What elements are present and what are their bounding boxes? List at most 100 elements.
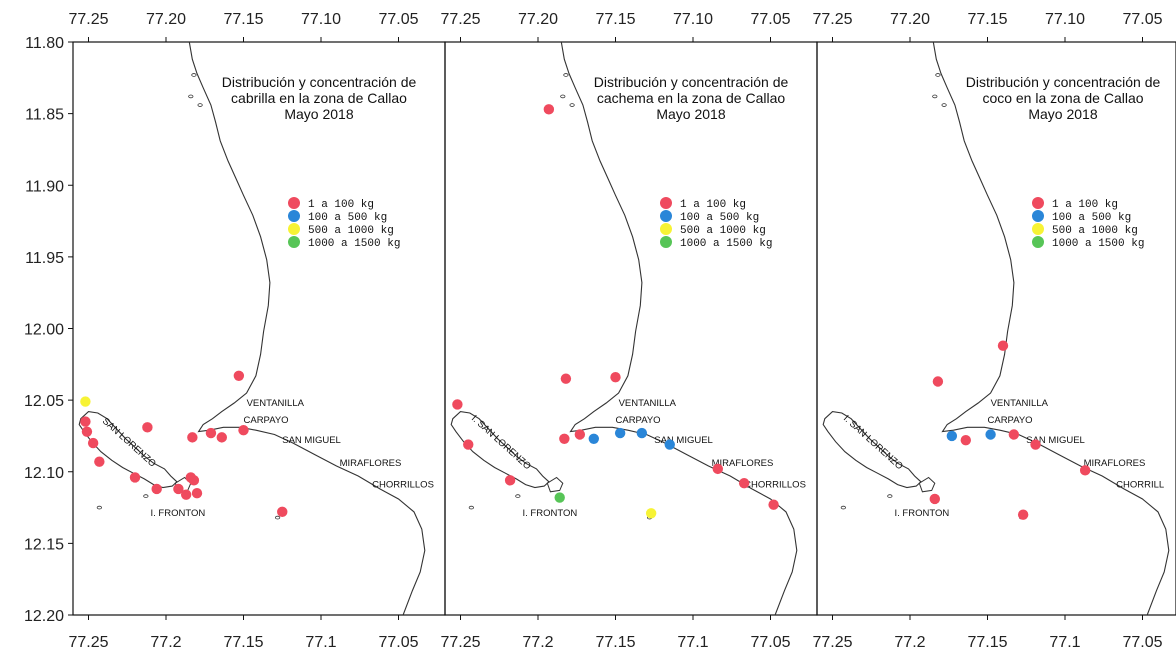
catch-point — [80, 396, 91, 407]
islet — [143, 494, 149, 498]
bottom-tick-label: 77.2 — [150, 634, 181, 651]
data-points — [452, 104, 779, 519]
catch-point — [94, 456, 105, 467]
legend-label: 100 a 500 kg — [680, 212, 759, 224]
catch-point — [80, 416, 91, 427]
catch-point — [929, 493, 940, 505]
catch-point — [233, 370, 245, 381]
catch-point — [191, 488, 203, 499]
catch-point — [452, 399, 463, 410]
bottom-tick-label: 77.2 — [522, 634, 553, 651]
catch-point — [151, 483, 162, 495]
legend-label: 1 a 100 kg — [308, 199, 374, 211]
coastline — [560, 42, 798, 615]
map-title-line: coco en la zona de Callao — [982, 90, 1143, 106]
catch-point — [543, 104, 555, 115]
catch-point — [738, 478, 750, 489]
place-label-ventanilla: VENTANILLA — [247, 398, 305, 409]
catch-point — [559, 433, 570, 445]
y-tick-label: 12.00 — [24, 322, 64, 339]
top-tick-label: 77.05 — [1122, 11, 1162, 28]
y-tick-label: 11.90 — [25, 178, 64, 195]
bottom-tick-label: 77.2 — [894, 634, 925, 651]
catch-point — [614, 427, 626, 439]
y-tick-label: 12.15 — [24, 536, 64, 553]
bottom-tick-label: 77.05 — [1122, 634, 1162, 651]
place-label-fronton: I. FRONTON — [151, 508, 206, 519]
catch-point — [87, 437, 99, 449]
panel-frame — [444, 41, 818, 616]
place-label-fronton: I. FRONTON — [523, 508, 578, 519]
legend-swatch — [1032, 236, 1044, 248]
catch-point — [588, 433, 599, 445]
top-tick-label: 77.05 — [750, 11, 790, 28]
top-tick-label: 77.25 — [812, 11, 852, 28]
top-tick-label: 77.25 — [68, 11, 108, 28]
islet — [941, 103, 947, 107]
catch-point — [610, 372, 621, 383]
map-title-line: cabrilla en la zona de Callao — [231, 90, 407, 106]
place-label-san-miguel: SAN MIGUEL — [1026, 435, 1085, 446]
catch-point — [504, 475, 516, 486]
coastline — [932, 42, 1170, 615]
legend-swatch — [660, 197, 672, 209]
legend-label: 100 a 500 kg — [1052, 212, 1131, 224]
bottom-tick-label: 77.05 — [750, 634, 790, 651]
legend-swatch — [1032, 210, 1044, 222]
top-tick-label: 77.20 — [146, 11, 186, 28]
y-tick-label: 11.85 — [25, 107, 64, 124]
legend-swatch — [1032, 197, 1044, 209]
catch-point — [1017, 509, 1029, 520]
legend-swatch — [660, 210, 672, 222]
place-label-chorrillos: CHORRILLOS — [744, 480, 806, 491]
bottom-tick-label: 77.25 — [68, 634, 108, 651]
catch-point — [81, 426, 93, 437]
catch-point — [188, 475, 200, 486]
top-tick-label: 77.20 — [890, 11, 930, 28]
legend-swatch — [288, 223, 300, 235]
place-label-carpayo: CARPAYO — [616, 415, 661, 426]
legend-swatch — [1032, 223, 1044, 235]
islet — [569, 103, 575, 107]
island-label: I. SAN LORENZO — [841, 413, 905, 472]
legend-swatch — [288, 236, 300, 248]
map-title-line: Mayo 2018 — [1028, 106, 1097, 122]
bottom-tick-label: 77.1 — [1049, 634, 1080, 651]
map-title-line: cachema en la zona de Callao — [597, 90, 786, 106]
catch-point — [574, 429, 586, 440]
top-tick-label: 77.15 — [967, 11, 1007, 28]
catch-point — [129, 472, 141, 483]
bottom-tick-label: 77.15 — [223, 634, 263, 651]
legend-label: 500 a 1000 kg — [308, 225, 394, 237]
catch-point — [712, 463, 723, 475]
islet — [96, 505, 102, 510]
catch-point — [463, 439, 474, 450]
bottom-tick-label: 77.05 — [378, 634, 418, 651]
data-points — [929, 340, 1091, 520]
data-points — [80, 370, 288, 518]
catch-point — [932, 376, 944, 387]
islet — [274, 515, 281, 520]
place-label-ventanilla: VENTANILLA — [619, 398, 677, 409]
place-label-chorrillos: CHORRILL — [1116, 480, 1164, 491]
catch-point — [997, 340, 1009, 351]
legend-label: 100 a 500 kg — [308, 212, 387, 224]
catch-point — [205, 427, 217, 439]
coastline — [188, 42, 426, 615]
top-tick-label: 77.25 — [440, 11, 480, 28]
catch-point — [946, 430, 958, 442]
legend-label: 500 a 1000 kg — [680, 225, 766, 237]
top-tick-label: 77.10 — [1045, 11, 1085, 28]
place-label-san-miguel: SAN MIGUEL — [654, 435, 713, 446]
map-title-line: Mayo 2018 — [656, 106, 725, 122]
legend-label: 1000 a 1500 kg — [1052, 238, 1144, 250]
y-axis: 11.8011.8511.9011.9512.0012.0512.1012.15… — [24, 35, 73, 625]
place-label-fronton: I. FRONTON — [895, 508, 950, 519]
